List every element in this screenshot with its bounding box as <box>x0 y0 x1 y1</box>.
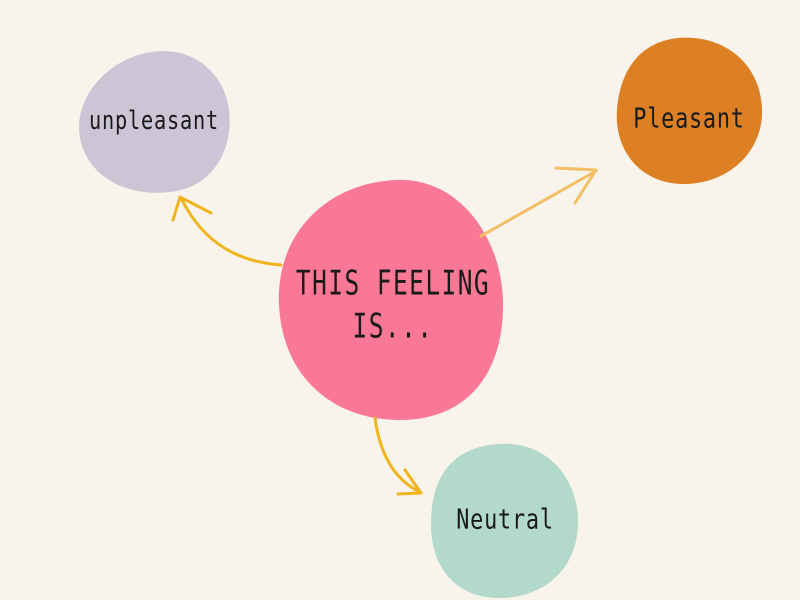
unpleasant-blob <box>79 51 230 193</box>
neutral-label: Neutral <box>456 502 554 536</box>
center-label: THIS FEELING IS... <box>296 263 490 348</box>
unpleasant-label: unpleasant <box>89 105 219 136</box>
neutral-blob <box>430 443 578 598</box>
center-label-line2: IS... <box>352 306 434 346</box>
arrow-to-unpleasant <box>171 195 283 267</box>
arrow-to-neutral <box>373 416 423 496</box>
center-blob <box>278 179 504 420</box>
arrow-to-pleasant <box>479 166 598 238</box>
center-label-line1: THIS FEELING <box>295 263 491 304</box>
pleasant-blob <box>616 37 763 185</box>
pleasant-label: Pleasant <box>633 101 745 135</box>
